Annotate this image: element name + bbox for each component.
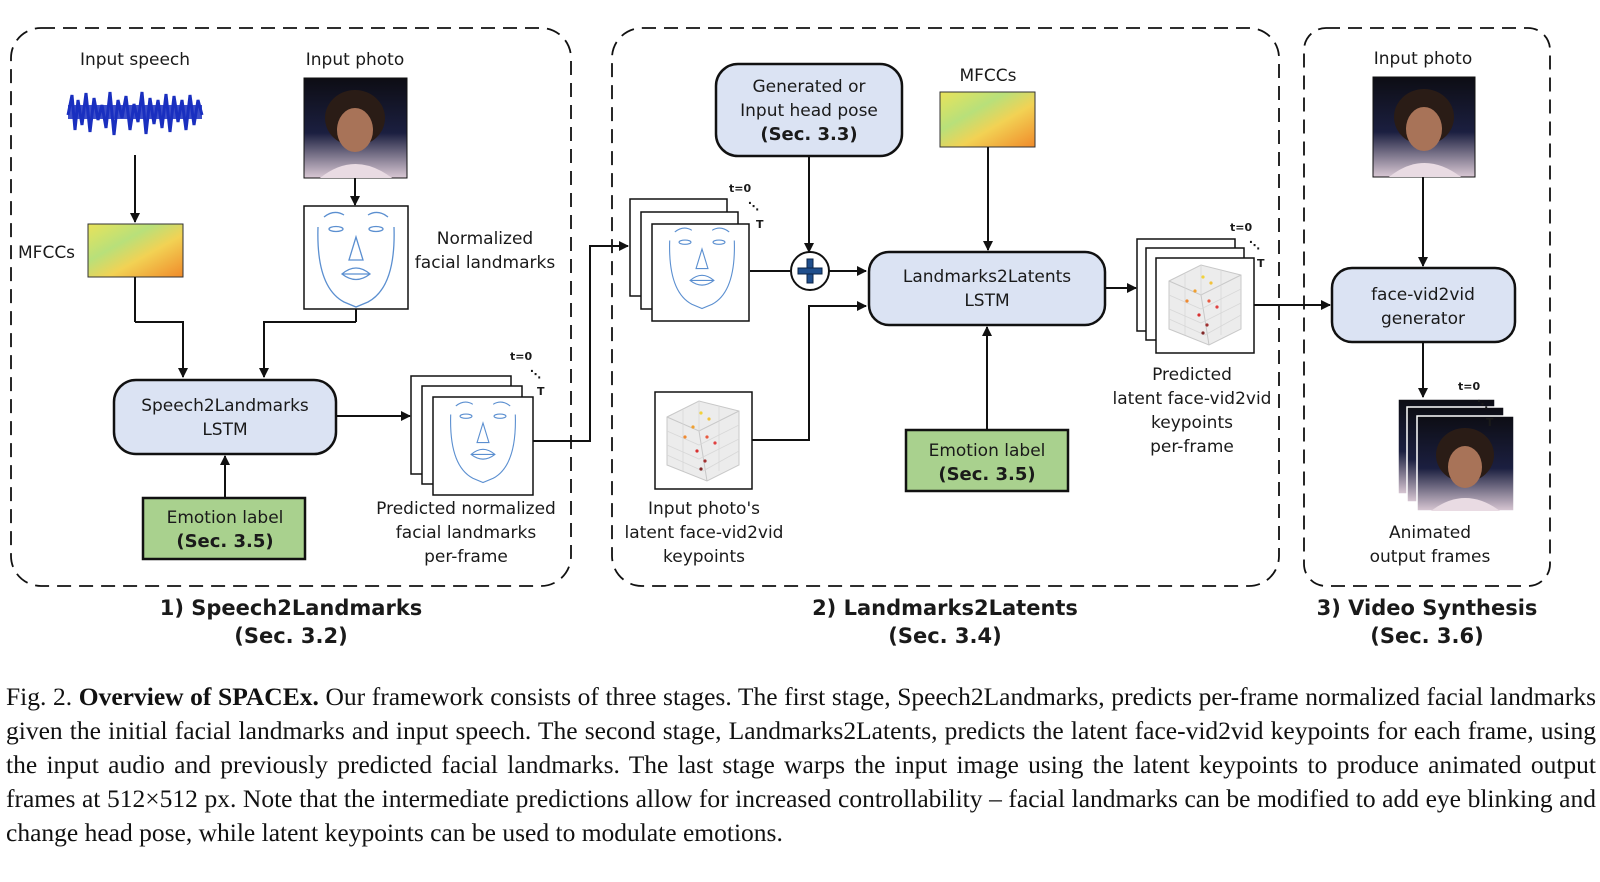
stack3-dots: ⋱ [1249, 239, 1260, 252]
mfccs-label-1: MFCCs [18, 243, 75, 263]
animated-output-line2: output frames [1370, 547, 1491, 567]
mfcc-spectrogram-2 [939, 91, 1036, 148]
landmarks2latents-lstm-box [867, 250, 1107, 327]
stage3-group [1303, 27, 1551, 587]
figure-caption: Fig. 2. Overview of SPACEx. Our framewor… [6, 680, 1596, 850]
caption-body: Our framework consists of three stages. … [6, 682, 1597, 847]
stage3-title: 3) Video Synthesis [1317, 596, 1538, 620]
emotion-label-2-line2: (Sec. 3.5) [938, 464, 1035, 485]
input-keypoints-line3: keypoints [663, 547, 745, 567]
stack3-T: T [1257, 257, 1265, 270]
input-keypoints-line2: latent face-vid2vid [625, 523, 784, 543]
face-vid2vid-generator-box [1330, 266, 1517, 344]
head-pose-line2: Input head pose [740, 101, 878, 121]
speech2landmarks-lstm-line1: Speech2Landmarks [141, 396, 309, 416]
predicted-keypoints-line2: latent face-vid2vid [1113, 389, 1272, 409]
stack1-dots: ⋱ [530, 368, 541, 381]
input-speech-label: Input speech [80, 50, 190, 70]
speech2landmarks-lstm-line2: LSTM [202, 420, 247, 440]
emotion-label-2-line1: Emotion label [929, 441, 1046, 461]
normalized-landmarks-frame [303, 205, 409, 310]
stage1-group [10, 27, 572, 587]
predicted-keypoints-line1: Predicted [1152, 365, 1232, 385]
head-pose-line3: (Sec. 3.3) [760, 124, 857, 145]
stack2-T: T [756, 218, 764, 231]
stack2-dots: ⋱ [748, 200, 759, 213]
stage1-section: (Sec. 3.2) [234, 624, 348, 648]
input-photo-1 [303, 77, 408, 179]
predicted-keypoints-line4: per-frame [1150, 437, 1234, 457]
animated-output-frames-stack [1397, 398, 1515, 512]
landmarks2latents-lstm-line1: Landmarks2Latents [903, 267, 1071, 287]
stack1-T: T [537, 385, 545, 398]
caption-title: Overview of SPACEx. [78, 682, 319, 711]
spacex-overview-diagram: Input speech MFCCs Input photo Normalize… [10, 27, 1551, 648]
stack3-t0: t=0 [1230, 221, 1252, 234]
stage2-section: (Sec. 3.4) [888, 624, 1002, 648]
animated-output-line1: Animated [1389, 523, 1471, 543]
predicted-keypoints-line3: keypoints [1151, 413, 1233, 433]
emotion-label-1-line2: (Sec. 3.5) [176, 531, 273, 552]
generator-line1: face-vid2vid [1371, 285, 1475, 305]
normalized-label-line1: Normalized [437, 229, 533, 249]
stack2-t0: t=0 [729, 182, 751, 195]
predicted-landmarks-line3: per-frame [424, 547, 508, 567]
input-landmarks-stack [629, 198, 750, 322]
stack4-t0: t=0 [1458, 380, 1480, 393]
input-keypoints-plot [654, 391, 753, 490]
mfcc-spectrogram-1 [87, 223, 184, 278]
stack4-dots: ⋱ [1477, 398, 1488, 411]
speech2landmarks-lstm-box [112, 378, 338, 456]
caption-fig-number: Fig. 2. [6, 682, 73, 711]
head-pose-line1: Generated or [753, 77, 866, 97]
stage3-section: (Sec. 3.6) [1370, 624, 1484, 648]
generator-line2: generator [1381, 309, 1465, 329]
predicted-landmarks-stack [410, 375, 534, 496]
input-keypoints-line1: Input photo's [648, 499, 760, 519]
normalized-label-line2: facial landmarks [415, 253, 556, 273]
mfccs-label-2: MFCCs [959, 66, 1016, 86]
landmarks2latents-lstm-line2: LSTM [964, 291, 1009, 311]
input-photo-3 [1372, 76, 1476, 178]
input-photo-label-3: Input photo [1374, 49, 1472, 69]
emotion-label-1-line1: Emotion label [167, 508, 284, 528]
predicted-keypoints-stack [1136, 238, 1255, 354]
stack1-t0: t=0 [510, 350, 532, 363]
stage1-title: 1) Speech2Landmarks [160, 596, 423, 620]
predicted-landmarks-line2: facial landmarks [396, 523, 537, 543]
stage2-group [611, 27, 1280, 587]
plus-combine-icon [790, 251, 830, 291]
stage2-title: 2) Landmarks2Latents [812, 596, 1078, 620]
waveform-icon [66, 91, 204, 136]
input-photo-label-1: Input photo [306, 50, 404, 70]
predicted-landmarks-line1: Predicted normalized [376, 499, 556, 519]
stack4-T: T [1486, 416, 1494, 429]
